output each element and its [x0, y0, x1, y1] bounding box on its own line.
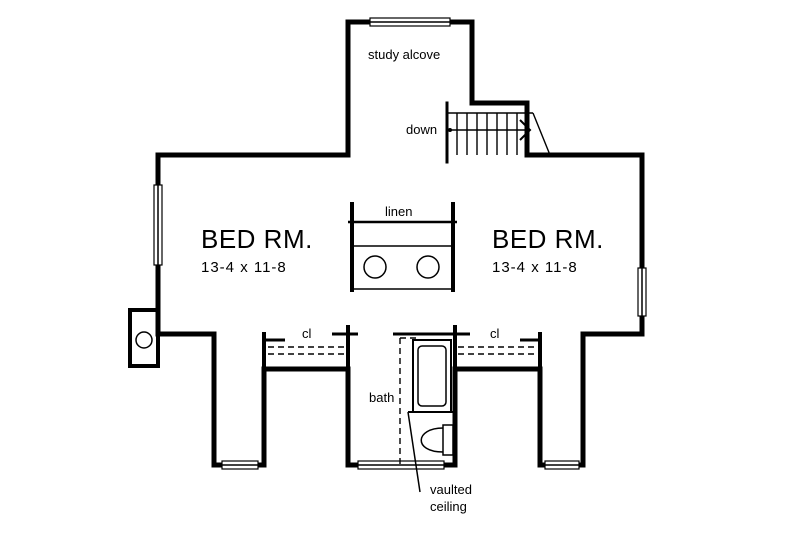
stairs [445, 101, 551, 164]
label-ceiling: ceiling [430, 499, 467, 514]
label-linen: linen [385, 204, 412, 219]
flue-circle [135, 331, 153, 349]
dim-bedroom-right: 13-4 x 11-8 [492, 259, 578, 276]
label-study-alcove: study alcove [368, 47, 440, 62]
linen-vanity [348, 202, 457, 292]
bath-room [393, 332, 455, 493]
label-closet-left: cl [302, 326, 312, 341]
closet-left [262, 325, 358, 371]
label-closet-right: cl [490, 326, 500, 341]
label-bath: bath [369, 390, 394, 405]
label-bedroom-right: BED RM. [492, 224, 604, 254]
dim-bedroom-left: 13-4 x 11-8 [201, 259, 287, 276]
label-vaulted: vaulted [430, 482, 472, 497]
label-down: down [406, 122, 437, 137]
label-bedroom-left: BED RM. [201, 224, 313, 254]
chimney [128, 308, 160, 368]
